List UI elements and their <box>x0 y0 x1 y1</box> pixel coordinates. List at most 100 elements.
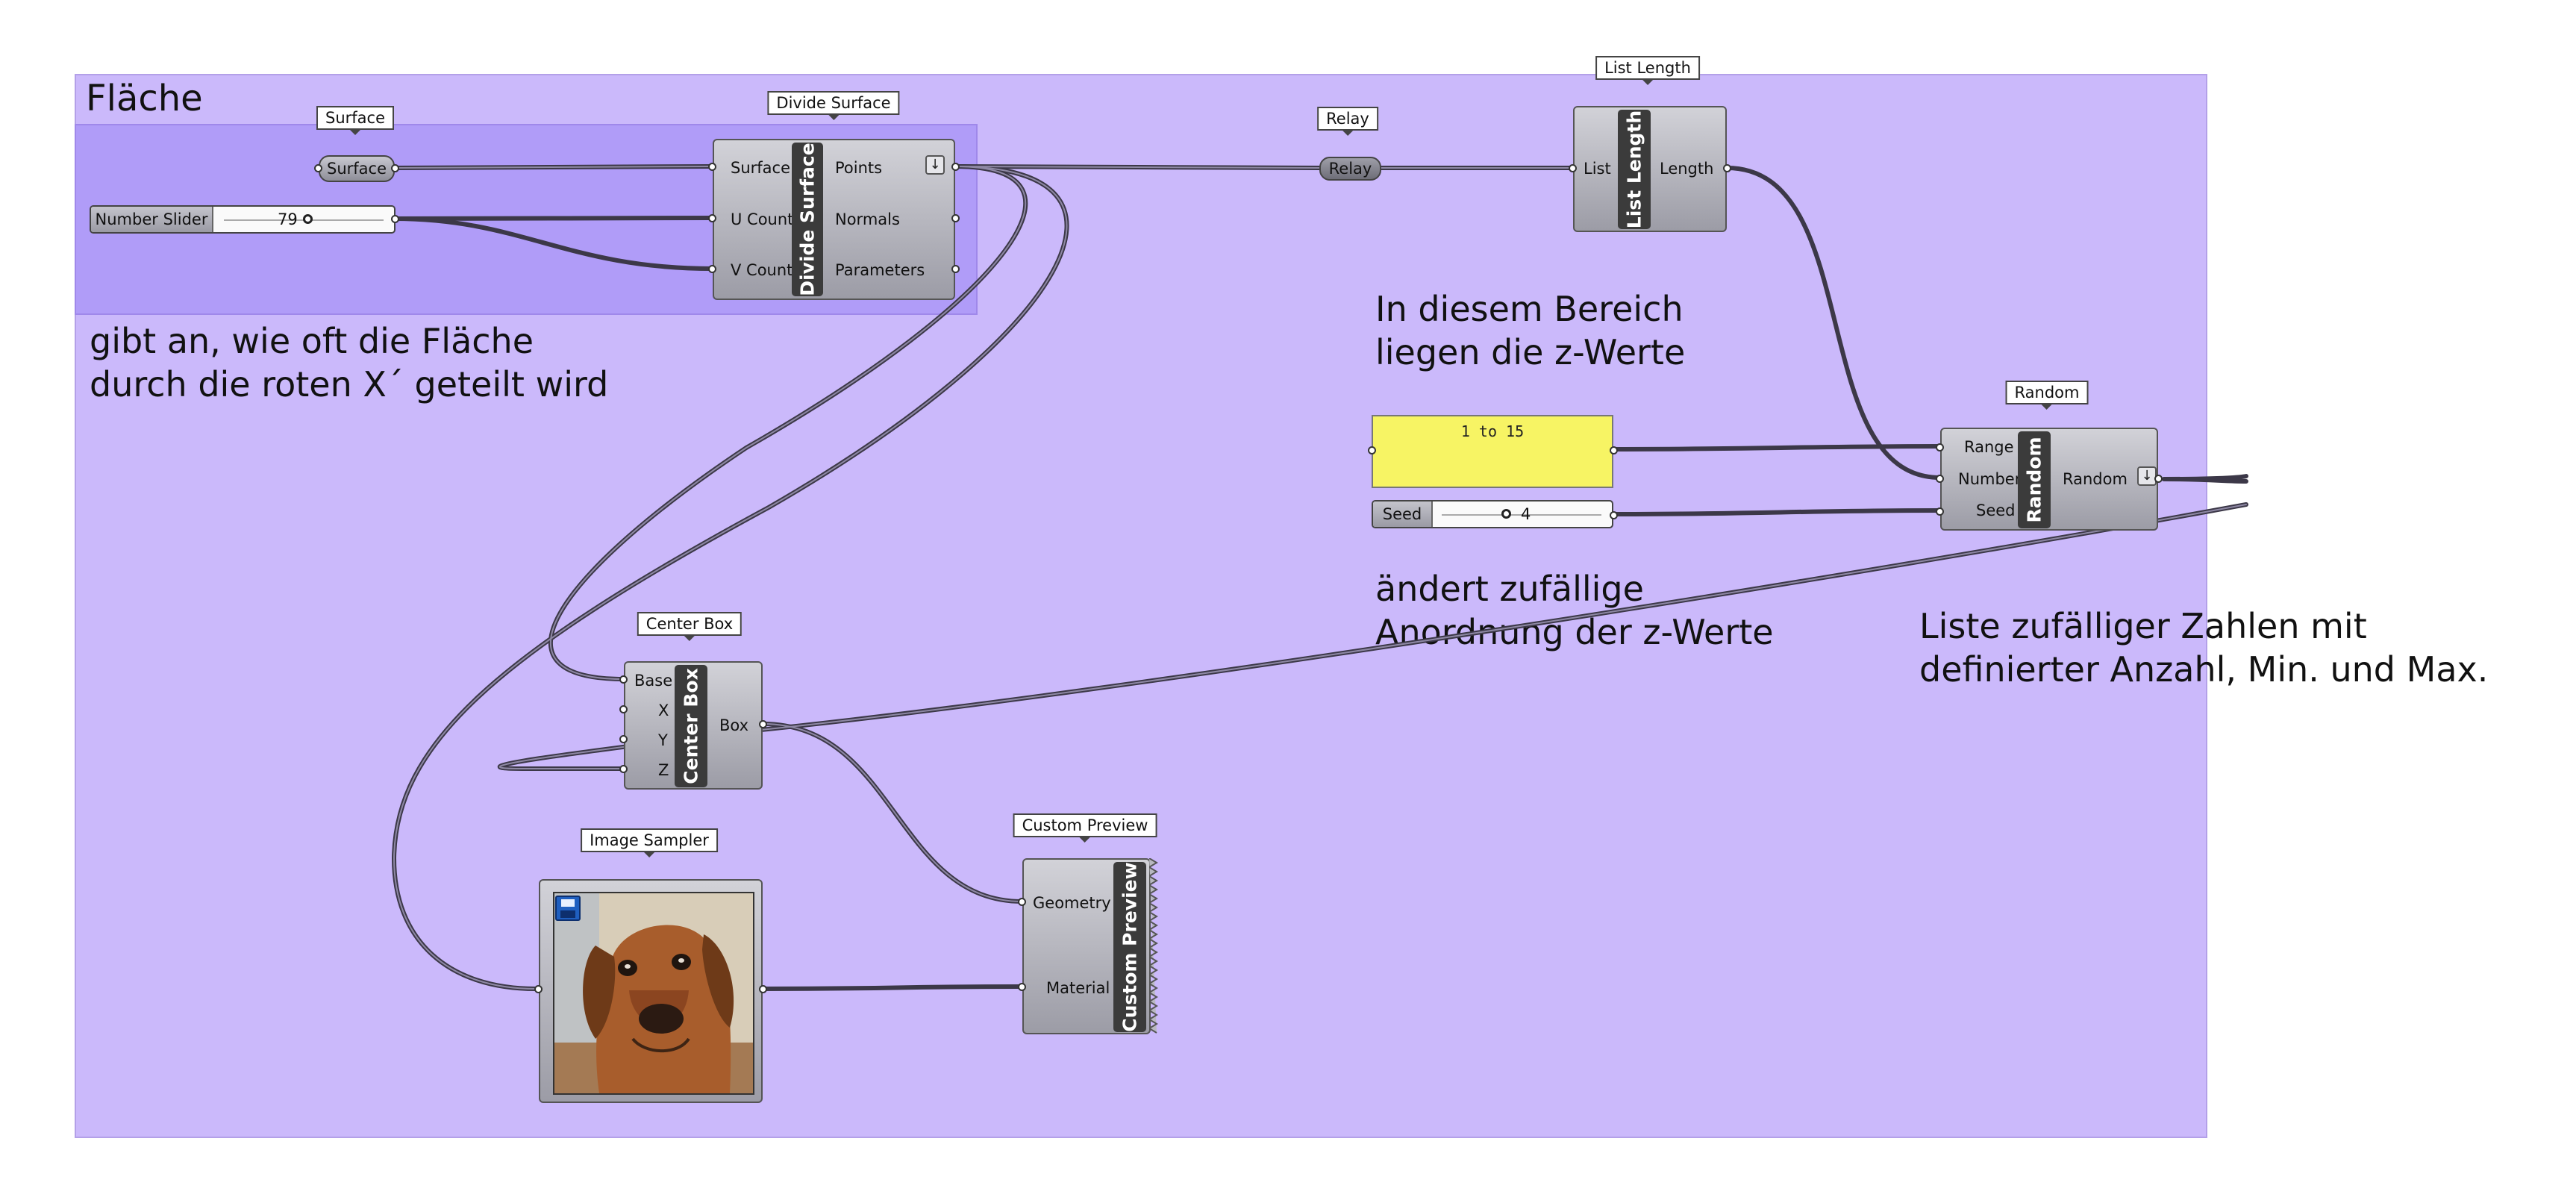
down-arrow-icon[interactable]: ↓ <box>2137 466 2157 486</box>
random-title: Random <box>2018 431 2051 528</box>
custom-preview-input-material: Material <box>1046 979 1110 997</box>
divide-surface-tag: Divide Surface <box>767 91 900 120</box>
note-divide: gibt an, wie oft die Fläche durch die ro… <box>90 319 608 406</box>
random-input-number: Number <box>1958 470 2022 488</box>
divide-surface-component[interactable]: Surface U Count V Count Divide Surface P… <box>713 139 955 300</box>
custom-preview-component[interactable]: Geometry Material Custom Preview <box>1022 858 1151 1034</box>
relay-label: Relay <box>1328 160 1372 178</box>
random-component[interactable]: Range Number Seed Random Random ↓ <box>1940 428 2158 531</box>
range-panel-text: 1 to 15 <box>1460 422 1525 440</box>
number-slider-value: 79 <box>278 210 298 228</box>
image-sampler-output-port[interactable] <box>759 985 767 993</box>
center-box-input-base: Base <box>634 672 673 690</box>
surface-output-port[interactable] <box>391 164 399 172</box>
list-length-output-port[interactable] <box>1723 164 1731 172</box>
divide-output-normals: Normals <box>835 210 900 228</box>
surface-input-port[interactable] <box>314 164 322 172</box>
divide-points-output-port[interactable] <box>951 163 960 171</box>
dog-image <box>554 893 753 1093</box>
down-arrow-icon[interactable]: ↓ <box>925 155 945 175</box>
wire-points-sampler-hl <box>393 166 1068 990</box>
center-box-component[interactable]: Base X Y Z Center Box Box <box>624 661 763 790</box>
random-range-input-port[interactable] <box>1936 443 1944 451</box>
divide-output-points: Points <box>835 159 883 177</box>
image-sampler-tag: Image Sampler <box>581 828 718 857</box>
center-box-input-x: X <box>658 702 669 719</box>
random-output-port[interactable] <box>2154 475 2163 483</box>
note-random: Liste zufälliger Zahlen mit definierter … <box>1919 604 2488 691</box>
note-seed: ändert zufällige Anordnung der z-Werte <box>1375 567 1774 654</box>
center-box-base-port[interactable] <box>619 675 628 684</box>
wire-seed-seed <box>1611 508 1942 516</box>
list-length-input-port[interactable] <box>1569 164 1577 172</box>
note-range: In diesem Bereich liegen die z-Werte <box>1375 287 1685 374</box>
random-number-input-port[interactable] <box>1936 475 1944 483</box>
random-tag: Random <box>2005 381 2089 410</box>
number-slider-knob[interactable] <box>303 214 313 224</box>
group-title: Fläche <box>86 78 203 119</box>
center-box-z-port[interactable] <box>619 765 628 773</box>
custom-preview-material-port[interactable] <box>1018 983 1026 991</box>
wire-slider-v <box>392 216 715 271</box>
number-slider-output-port[interactable] <box>391 215 399 223</box>
seed-slider-output-port[interactable] <box>1610 511 1618 519</box>
image-sampler-input-port[interactable] <box>534 985 543 993</box>
wire-points-relay-hl <box>954 166 1320 169</box>
list-length-output-length: Length <box>1660 160 1714 178</box>
custom-preview-title: Custom Preview <box>1113 862 1146 1032</box>
divide-vcount-input-port[interactable] <box>708 265 716 273</box>
list-length-input-list: List <box>1584 160 1611 178</box>
note-line: gibt an, wie oft die Fläche <box>90 321 534 361</box>
note-line: In diesem Bereich <box>1375 289 1684 329</box>
wire-length-number <box>1725 166 1942 480</box>
divide-input-u-count: U Count <box>731 210 794 228</box>
custom-preview-tag: Custom Preview <box>1013 813 1157 843</box>
center-box-x-port[interactable] <box>619 705 628 713</box>
list-length-tag: List Length <box>1595 56 1700 85</box>
custom-preview-edge <box>1149 858 1158 1034</box>
wire-random-out <box>2162 477 2248 484</box>
divide-ucount-input-port[interactable] <box>708 214 716 222</box>
divide-parameters-output-port[interactable] <box>951 265 960 273</box>
custom-preview-geometry-port[interactable] <box>1018 898 1026 906</box>
range-panel[interactable]: 1 to 15 <box>1372 415 1613 488</box>
dog-photo <box>553 892 754 1095</box>
wire-slider-u <box>392 216 715 221</box>
range-panel-input-port[interactable] <box>1368 446 1376 454</box>
center-box-input-z: Z <box>658 761 669 779</box>
relay-tag: Relay <box>1317 107 1378 136</box>
divide-surface-title: Divide Surface <box>792 143 823 296</box>
random-input-seed: Seed <box>1976 501 2016 519</box>
center-box-y-port[interactable] <box>619 735 628 743</box>
random-input-range: Range <box>1964 438 2014 456</box>
wire-points-base-hl <box>550 166 1027 680</box>
wire-surface-hl <box>393 166 713 169</box>
wire-box-geometry-hl <box>762 723 1023 902</box>
range-panel-output-port[interactable] <box>1610 446 1618 454</box>
center-box-output-box: Box <box>719 716 749 734</box>
note-line: definierter Anzahl, Min. und Max. <box>1919 649 2489 690</box>
surface-param[interactable]: Surface <box>319 155 395 182</box>
note-line: Liste zufälliger Zahlen mit <box>1919 606 2367 646</box>
random-seed-input-port[interactable] <box>1936 507 1944 516</box>
center-box-title: Center Box <box>675 665 707 787</box>
seed-slider-track[interactable] <box>1442 514 1601 516</box>
center-box-tag: Center Box <box>637 612 743 641</box>
relay-component[interactable]: Relay <box>1319 157 1381 181</box>
divide-surface-input-port[interactable] <box>708 163 716 171</box>
seed-slider[interactable]: Seed 4 <box>1372 500 1613 528</box>
seed-slider-value: 4 <box>1521 505 1531 523</box>
divide-normals-output-port[interactable] <box>951 214 960 222</box>
floppy-disk-icon[interactable] <box>555 896 581 921</box>
wire-panel-range <box>1611 444 1942 451</box>
center-box-output-port[interactable] <box>759 720 767 728</box>
number-slider[interactable]: Number Slider 79 <box>90 205 396 234</box>
seed-slider-knob[interactable] <box>1501 509 1511 519</box>
surface-label: Surface <box>326 160 387 178</box>
center-box-input-y: Y <box>658 731 668 749</box>
list-length-title: List Length <box>1618 110 1651 229</box>
list-length-component[interactable]: List List Length Length <box>1573 106 1727 232</box>
wire-random-z-hl <box>498 504 2247 769</box>
